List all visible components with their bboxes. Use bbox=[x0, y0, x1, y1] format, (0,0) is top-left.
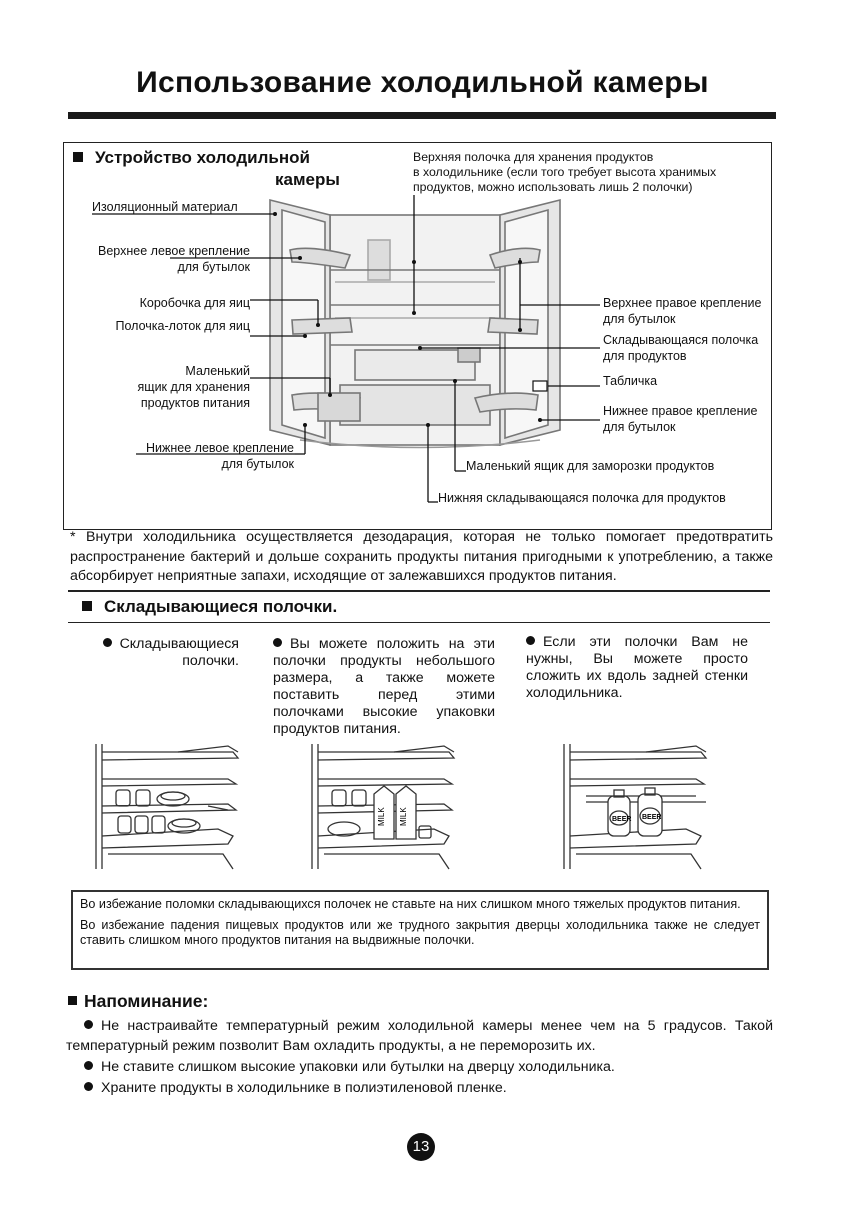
section-rule bbox=[68, 590, 770, 592]
label-upper-left-bottle: Верхнее левое крепление для бутылок bbox=[98, 244, 250, 274]
structure-heading: Устройство холодильной bbox=[73, 147, 310, 169]
bullet-icon bbox=[273, 637, 282, 647]
structure-frame bbox=[63, 142, 772, 530]
top-shelf-note: Верхняя полочка для хранения продуктов в… bbox=[413, 150, 717, 194]
fridge-illustration bbox=[269, 198, 561, 449]
deodorization-note: * Внутри холодильника осуществляется дез… bbox=[70, 529, 773, 584]
milk-label: MILK bbox=[377, 807, 386, 826]
label-lower-right-bottle: Нижнее правое крепление для бутылок bbox=[603, 404, 758, 434]
folding-col-2: Вы можете положить на эти полочки продук… bbox=[273, 636, 495, 737]
shelf-illustration-1 bbox=[95, 744, 240, 870]
bullet-icon bbox=[84, 1019, 93, 1029]
bullet-icon bbox=[84, 1060, 93, 1070]
reminder-heading: Напоминание: bbox=[68, 991, 208, 1012]
fridge-diagram bbox=[92, 195, 600, 503]
label-lower-folding-shelf: Нижняя складывающаяся полочка для продук… bbox=[438, 491, 726, 505]
square-bullet-icon bbox=[73, 151, 83, 162]
bullet-icon bbox=[102, 637, 112, 647]
page-title: Использование холодильной камеры bbox=[136, 66, 709, 99]
reminder-item-3: Храните продукты в холодильнике в полиэт… bbox=[84, 1078, 774, 1098]
label-egg-tray: Полочка-лоток для яиц bbox=[115, 319, 250, 333]
label-folding-shelf: Складывающаяся полочка для продуктов bbox=[603, 333, 759, 363]
label-insulation: Изоляционный материал bbox=[92, 200, 238, 214]
bullet-icon bbox=[84, 1081, 93, 1091]
label-small-drawer: Маленький ящик для хранения продуктов пи… bbox=[137, 364, 250, 410]
label-plate: Табличка bbox=[603, 374, 658, 388]
section-rule-thin bbox=[68, 622, 770, 623]
bullet-icon bbox=[526, 635, 535, 645]
beer-label-2: BEER bbox=[642, 814, 661, 821]
folding-heading: Складывающиеся полочки. bbox=[82, 597, 337, 617]
shelf-illustration-2: MILK MILK bbox=[311, 744, 456, 870]
title-rule bbox=[68, 112, 776, 119]
reminder-item-1: Не настраивайте температурный режим холо… bbox=[66, 1018, 773, 1054]
warning-1: Во избежание поломки складывающихся поло… bbox=[80, 897, 741, 911]
milk-label-2: MILK bbox=[399, 807, 408, 826]
label-lower-left-bottle: Нижнее левое крепление для бутылок bbox=[146, 441, 294, 471]
plate-marker bbox=[532, 380, 548, 392]
structure-heading-line2: камеры bbox=[275, 170, 340, 189]
warning-box: Во избежание поломки складывающихся поло… bbox=[71, 890, 769, 970]
beer-label: BEER bbox=[612, 816, 631, 823]
reminder-item-2: Не ставите слишком высокие упаковки или … bbox=[84, 1057, 774, 1077]
page-number: 13 bbox=[407, 1133, 435, 1161]
callout-dots bbox=[273, 212, 542, 427]
warning-2: Во избежание падения пищевых продуктов и… bbox=[80, 917, 760, 948]
shelf-illustration-3: BEER BEER bbox=[563, 744, 708, 870]
label-upper-right-bottle: Верхнее правое крепление для бутылок bbox=[603, 296, 762, 326]
square-bullet-icon bbox=[68, 995, 77, 1005]
folding-col-1: Складывающиеся полочки. bbox=[85, 636, 239, 670]
label-egg-box: Коробочка для яиц bbox=[139, 296, 250, 310]
callout-lines bbox=[92, 195, 600, 503]
label-freeze-drawer: Маленький ящик для заморозки продуктов bbox=[466, 459, 715, 473]
folding-col-3: Если эти полочки Вам не нужны, Вы можете… bbox=[526, 634, 748, 701]
square-bullet-icon bbox=[82, 600, 92, 611]
